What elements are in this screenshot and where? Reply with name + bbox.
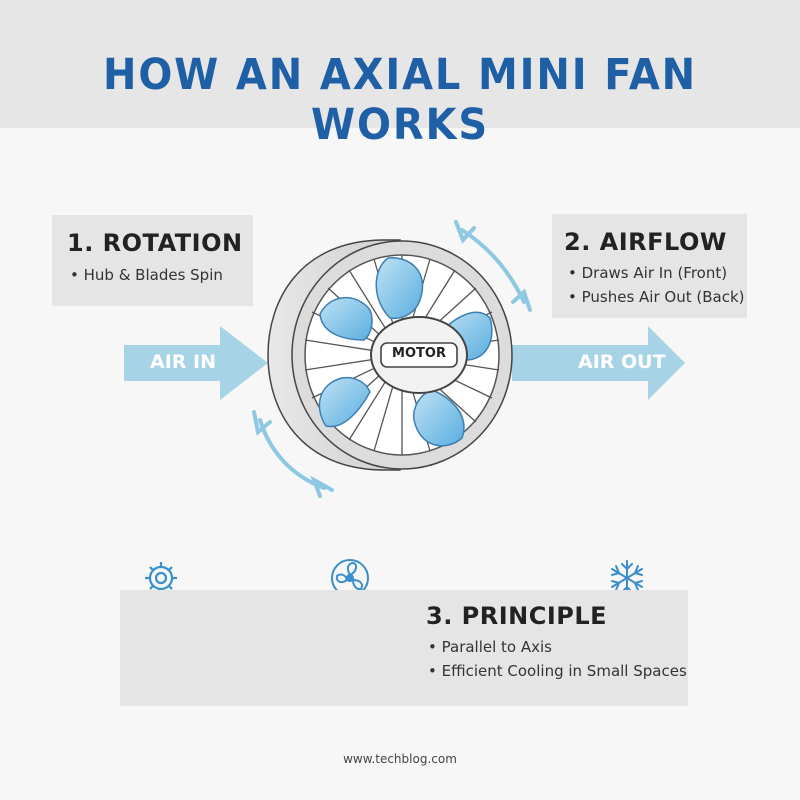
- air-out-label: AIR OUT: [578, 351, 666, 373]
- rotation-heading: 1. ROTATION: [67, 229, 243, 257]
- rotation-arrow-bottom: [252, 410, 334, 498]
- rotation-bullet: Hub & Blades Spin: [70, 263, 223, 287]
- air-out-arrow: [512, 326, 685, 400]
- principle-card: 3. PRINCIPLE Parallel to Axis Efficient …: [120, 590, 688, 706]
- rotation-bullets: Hub & Blades Spin: [70, 263, 223, 287]
- principle-bullet: Efficient Cooling in Small Spaces: [428, 659, 687, 683]
- rotation-arrow-top: [454, 220, 532, 312]
- air-in-label: AIR IN: [150, 351, 216, 373]
- principle-bullets: Parallel to Axis Efficient Cooling in Sm…: [428, 635, 687, 683]
- footer-url[interactable]: www.techblog.com: [343, 752, 457, 766]
- motor-label: MOTOR: [392, 346, 446, 361]
- airflow-bullet: Pushes Air Out (Back): [568, 285, 745, 309]
- rotation-card: 1. ROTATION Hub & Blades Spin: [52, 215, 253, 306]
- motor-hub: [370, 316, 468, 394]
- airflow-bullets: Draws Air In (Front) Pushes Air Out (Bac…: [568, 261, 745, 309]
- page-title: HOW AN AXIAL MINI FAN WORKS: [102, 50, 698, 150]
- principle-bullet: Parallel to Axis: [428, 635, 687, 659]
- airflow-heading: 2. AIRFLOW: [564, 228, 727, 256]
- airflow-card: 2. AIRFLOW Draws Air In (Front) Pushes A…: [552, 214, 747, 318]
- principle-heading: 3. PRINCIPLE: [426, 602, 608, 630]
- title-banner: [0, 0, 800, 128]
- airflow-bullet: Draws Air In (Front): [568, 261, 745, 285]
- air-in-arrow: [124, 326, 268, 400]
